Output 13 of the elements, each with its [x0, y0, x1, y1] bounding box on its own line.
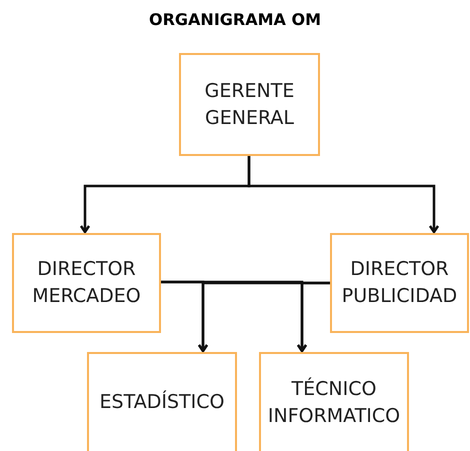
role-label: DIRECTOR MERCADEO [31, 257, 142, 309]
connector-arrow [248, 156, 440, 234]
role-label: TÉCNICO INFORMATICO [266, 376, 402, 428]
connector-arrow [296, 282, 330, 352]
org-box [87, 352, 237, 451]
role-label: DIRECTOR PUBLICIDAD [340, 257, 458, 309]
org-box [12, 233, 161, 333]
org-box [179, 53, 320, 156]
role-label: ESTADÍSTICO [100, 389, 224, 415]
chart-title: ORGANIGRAMA OM [148, 10, 321, 29]
org-box [259, 352, 409, 451]
org-box [330, 233, 469, 333]
role-label: GERENTE GENERAL [204, 78, 296, 130]
